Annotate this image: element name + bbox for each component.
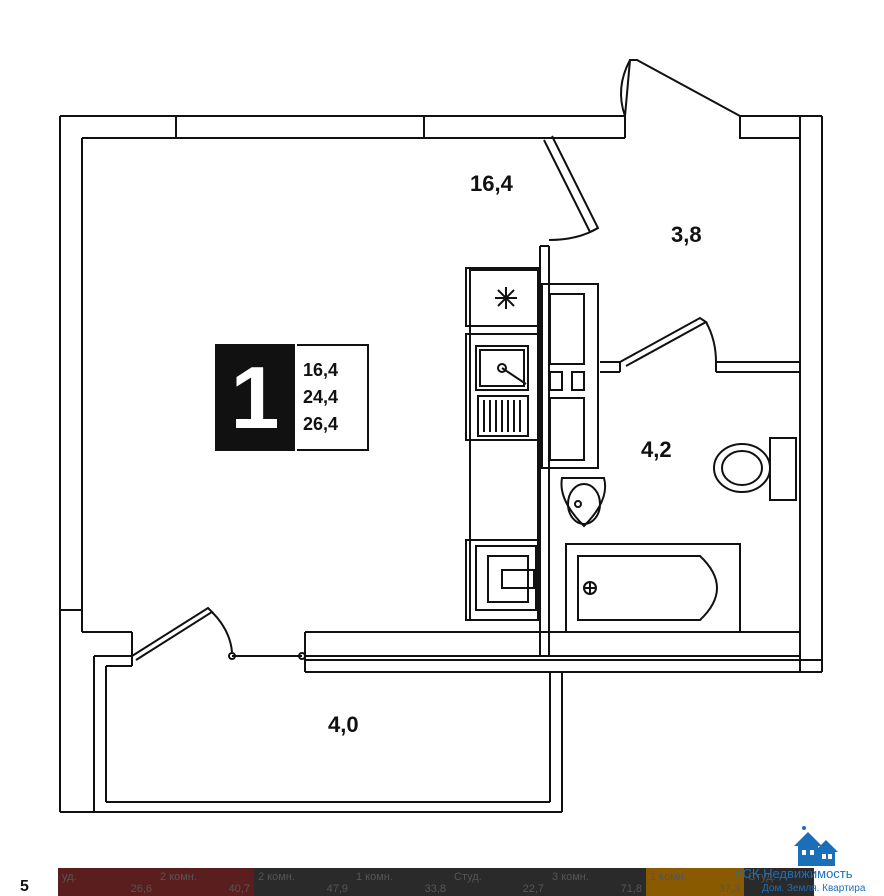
watermark-line1: РСК Недвижимость	[734, 866, 853, 881]
apartment-strip: 5 уд.26,6 2 комн.40,7 2 комн.47,9 1 комн…	[0, 868, 884, 896]
room-area-living: 16,4	[470, 171, 513, 196]
area-residential-total: 24,4	[303, 387, 339, 407]
strip-cell[interactable]: 3 комн.71,8	[548, 868, 646, 896]
floor-number: 5	[20, 878, 29, 895]
strip-cell[interactable]: уд.26,6	[58, 868, 156, 896]
wardrobe-icon	[541, 283, 599, 469]
watermark-logo: РСК Недвижимость Дом. Земля. Квартира	[730, 826, 880, 896]
strip-cell[interactable]: Студ.22,7	[450, 868, 548, 896]
house-logo-icon	[794, 826, 838, 866]
watermark-line2: Дом. Земля. Квартира	[762, 883, 866, 894]
fridge-icon	[469, 545, 537, 611]
strip-cell[interactable]: Студ.	[744, 868, 814, 896]
bathtub-icon	[565, 543, 741, 633]
area-living: 16,4	[303, 360, 339, 380]
room-area-hall: 3,8	[671, 222, 702, 247]
room-area-bathroom: 4,2	[641, 437, 672, 462]
kitchen-sink-icon	[475, 345, 529, 437]
toilet-icon	[713, 437, 797, 501]
area-summary: 16,4 24,4 26,4	[297, 344, 369, 451]
room-area-balcony: 4,0	[328, 712, 359, 737]
strip-cell[interactable]: 2 комн.40,7	[156, 868, 254, 896]
strip-cell[interactable]: 1 комн.33,8	[352, 868, 450, 896]
strip-cell[interactable]: 1 комн.37,3	[646, 868, 744, 896]
room-count-badge: 1	[215, 344, 295, 451]
strip-cell[interactable]: 2 комн.47,9	[254, 868, 352, 896]
bathroom-sink-icon	[560, 477, 606, 528]
cooktop-icon	[495, 287, 517, 309]
area-total: 26,4	[303, 414, 339, 434]
